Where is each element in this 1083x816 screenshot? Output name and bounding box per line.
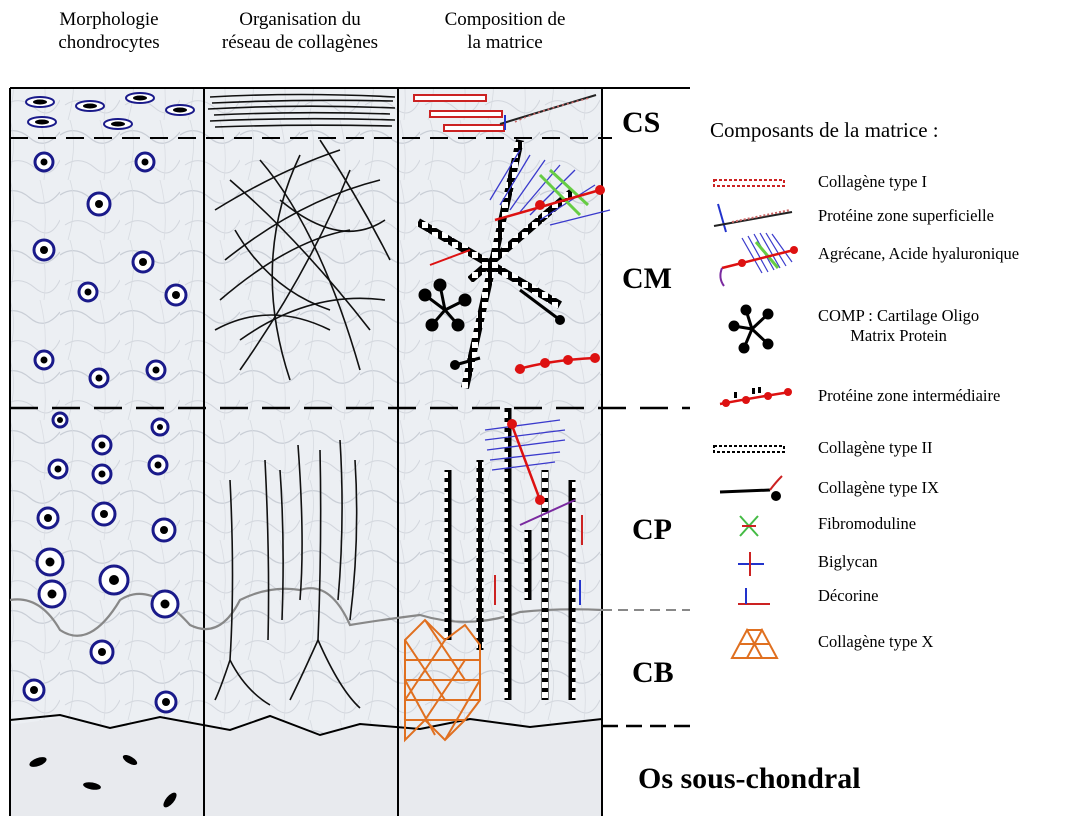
zone-label-subchondral-bone: Os sous-chondral [638, 762, 861, 795]
intermediate-zone-protein-icon [719, 387, 792, 407]
zone-label-cm: CM [622, 262, 672, 295]
legend-item-biglycan: Biglycan [712, 546, 1072, 580]
legend-item-collagen-type-1: Collagène type I [712, 166, 1072, 200]
legend-label: Fibromoduline [818, 514, 917, 533]
column-header-matrix: Composition de la matrice [444, 9, 566, 53]
legend-title: Composants de la matrice : [710, 118, 939, 142]
legend-label: Biglycan [818, 552, 878, 571]
legend-label: Décorine [818, 586, 879, 605]
legend-label: Agrécane, Acide hyaluronique [818, 244, 1020, 263]
aggrecan-icon [719, 232, 798, 287]
legend-item-aggrecan: Agrécane, Acide hyaluronique [712, 232, 1072, 287]
comp-molecule [418, 278, 472, 332]
legend-item-decorin: Décorine [712, 580, 1072, 614]
legend-label: Collagène type IX [818, 478, 939, 497]
subchondral-bone-region [10, 718, 602, 816]
legend-item-collagen-type-9: Collagène type IX [712, 472, 1072, 506]
collagen-x-lattice [404, 618, 481, 743]
column-borders [9, 87, 690, 816]
legend-item-superficial-zone-protein: Protéine zone superficielle [712, 200, 1072, 234]
legend-label: Collagène type I [818, 172, 928, 191]
legend-label: COMP : Cartilage Oligo Matrix Protein [818, 306, 980, 345]
biglycan-icon [738, 552, 764, 576]
comp-icon [728, 304, 774, 354]
collagen-type-1-icon [713, 179, 785, 187]
legend-label: Collagène type II [818, 438, 933, 457]
zone-label-cs: CS [622, 106, 661, 139]
column-header-chondrocytes: Morphologie chondrocytes [58, 9, 160, 53]
legend-label: Protéine zone superficielle [818, 206, 994, 225]
legend-label: Protéine zone intermédiaire [818, 386, 1001, 405]
zone-label-cp: CP [632, 513, 672, 546]
legend-item-comp: COMP : Cartilage Oligo Matrix Protein [712, 304, 1072, 354]
column-header-collagen: Organisation du réseau de collagènes [221, 9, 379, 53]
legend-label: Collagène type X [818, 632, 934, 651]
legend-item-fibromodulin: Fibromoduline [712, 508, 1072, 542]
legend-item-intermediate-zone-protein: Protéine zone intermédiaire [712, 380, 1072, 414]
chondrocytes [22, 92, 195, 808]
superficial-zone-protein-icon [713, 203, 793, 233]
matrix-composition [404, 94, 611, 743]
fibromodulin-icon [739, 515, 759, 537]
collagen-type-10-icon [730, 627, 779, 659]
decorin-icon [738, 588, 770, 605]
collagen-type-2-icon [713, 445, 785, 453]
collagen-network [207, 93, 396, 709]
cement-line [9, 713, 603, 737]
legend-item-collagen-type-2: Collagène type II [712, 432, 1072, 466]
zone-label-cb: CB [632, 656, 674, 689]
collagen-type-9-icon [719, 475, 783, 501]
legend-item-collagen-type-10: Collagène type X [712, 626, 1072, 660]
